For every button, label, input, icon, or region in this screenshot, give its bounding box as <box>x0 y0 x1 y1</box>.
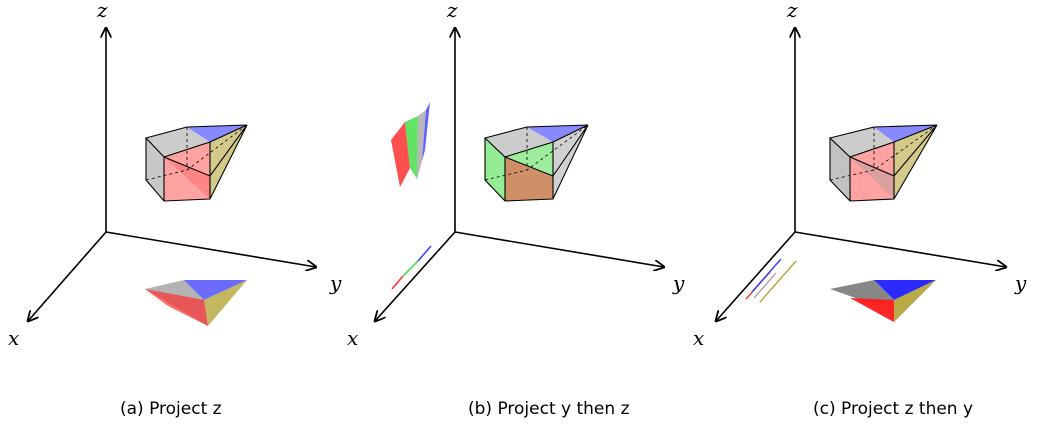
gray-face-top <box>146 127 210 157</box>
red-face-front <box>850 142 894 201</box>
edges <box>144 124 248 202</box>
line-red <box>391 275 404 290</box>
proj-olive <box>204 280 247 326</box>
z-axis-label: z <box>446 0 458 22</box>
projection-x-lines <box>391 245 432 290</box>
line-green <box>402 260 419 277</box>
hidden-edges <box>484 124 589 181</box>
hidden-edges <box>829 124 938 181</box>
caption: (b) Project y then z <box>468 399 630 419</box>
panel-a: z y x (a) Project z <box>8 0 342 419</box>
x-axis <box>716 231 796 321</box>
y-axis-label: y <box>672 271 685 295</box>
gray-face-top <box>485 127 553 157</box>
proj-gray <box>417 110 426 179</box>
proj-blue <box>422 102 430 161</box>
x-axis <box>28 231 107 321</box>
hidden-edges <box>145 124 248 181</box>
y-axis <box>454 231 664 267</box>
proj-red <box>850 298 894 322</box>
red-face <box>505 157 553 201</box>
blue-face <box>527 125 588 142</box>
panel-c: z y x (c) Project z then y <box>693 0 1027 419</box>
blue-face <box>187 125 247 142</box>
edges <box>483 124 589 202</box>
projection-xy <box>145 280 247 326</box>
polyhedron <box>828 124 938 202</box>
x-axis <box>375 231 456 321</box>
x-axis-label: x <box>347 326 358 350</box>
line-blue <box>751 258 782 293</box>
z-axis-label: z <box>786 0 798 22</box>
y-axis <box>794 231 1006 267</box>
y-axis-label: y <box>329 271 342 295</box>
y-axis-label: y <box>1014 271 1027 295</box>
edges <box>828 124 938 202</box>
axes: z y x <box>8 0 342 350</box>
proj-red <box>391 122 410 187</box>
projection-xy <box>830 280 936 322</box>
axes: z y x <box>347 0 685 350</box>
axes: z y x <box>693 0 1027 350</box>
y-axis <box>105 231 316 267</box>
gray-face-inner <box>850 157 894 199</box>
proj-blue <box>184 280 247 300</box>
red-face-inner <box>164 157 210 199</box>
red-face-front <box>164 142 210 201</box>
panel-b: z y x (b) Project y then z <box>347 0 685 419</box>
line-gray <box>753 272 777 299</box>
blue-face <box>874 125 937 142</box>
proj-blue <box>874 280 936 300</box>
proj-green <box>405 116 418 179</box>
proj-gray-light <box>894 280 936 322</box>
caption: (c) Project z then y <box>813 399 973 419</box>
x-axis-label: x <box>693 326 704 350</box>
line-blue <box>417 245 432 262</box>
polyhedron <box>483 124 589 202</box>
polyhedron <box>144 124 248 202</box>
x-axis-label: x <box>8 326 19 350</box>
line-olive <box>759 260 797 303</box>
caption: (a) Project z <box>120 399 222 419</box>
z-axis-label: z <box>96 0 108 22</box>
projection-x-lines <box>745 258 797 303</box>
proj-red <box>145 289 208 326</box>
projection-xz <box>391 102 430 187</box>
